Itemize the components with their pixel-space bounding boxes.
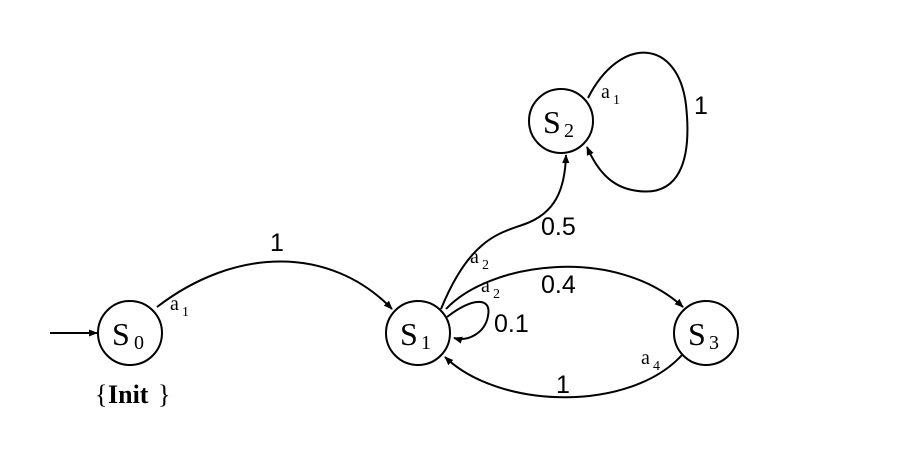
state-s3: S 3 — [673, 300, 739, 366]
action-s0-subscript: 1 — [182, 305, 189, 320]
action-s0-name: a — [170, 293, 179, 315]
init-label: { Init } — [95, 380, 170, 409]
edge-s1-self — [446, 301, 490, 344]
action-s1-lower-subscript: 2 — [493, 287, 500, 302]
state-s2-subscript: 2 — [564, 120, 574, 142]
state-s0-name: S — [112, 316, 130, 352]
state-s1-subscript: 1 — [421, 332, 431, 354]
action-s2-name: a — [601, 81, 610, 103]
action-label-s1-a2-upper: a 2 — [470, 246, 489, 273]
action-label-s3-a4: a 4 — [641, 347, 660, 374]
edge-s3-s1 — [444, 354, 683, 399]
state-s3-name: S — [688, 316, 706, 352]
action-s3-subscript: 4 — [653, 359, 660, 374]
action-s3-name: a — [641, 347, 650, 369]
prob-s0-s1: 1 — [270, 229, 284, 257]
edge-s1-s3 — [445, 265, 684, 310]
action-s1-lower-name: a — [481, 275, 490, 297]
state-s0-subscript: 0 — [134, 332, 144, 354]
init-brace-open: { — [95, 380, 107, 409]
state-s2: S 2 — [528, 88, 594, 154]
action-s1-upper-subscript: 2 — [482, 258, 489, 273]
state-s3-subscript: 3 — [709, 332, 719, 354]
prob-s2-self: 1 — [694, 92, 708, 120]
prob-s3-s1: 1 — [556, 371, 570, 399]
edge-s0-s1 — [156, 260, 393, 310]
action-label-s2-a1: a 1 — [601, 81, 620, 108]
prob-s1-s2: 0.5 — [541, 213, 576, 241]
edge-s1-s2 — [440, 154, 570, 310]
prob-s1-self: 0.1 — [494, 310, 529, 338]
state-s1-name: S — [400, 316, 418, 352]
prob-s1-s3: 0.4 — [541, 271, 576, 299]
init-text: Init — [108, 380, 149, 409]
state-s1: S 1 — [385, 300, 451, 366]
action-s1-upper-name: a — [470, 246, 479, 268]
action-label-s1-a2-lower: a 2 — [481, 275, 500, 302]
init-brace-close: } — [158, 380, 170, 409]
state-s2-name: S — [543, 104, 561, 140]
action-label-s0-a1: a 1 — [170, 293, 189, 320]
state-s0: S 0 — [97, 300, 163, 366]
edge-s2-self — [586, 51, 689, 193]
action-s2-subscript: 1 — [613, 93, 620, 108]
